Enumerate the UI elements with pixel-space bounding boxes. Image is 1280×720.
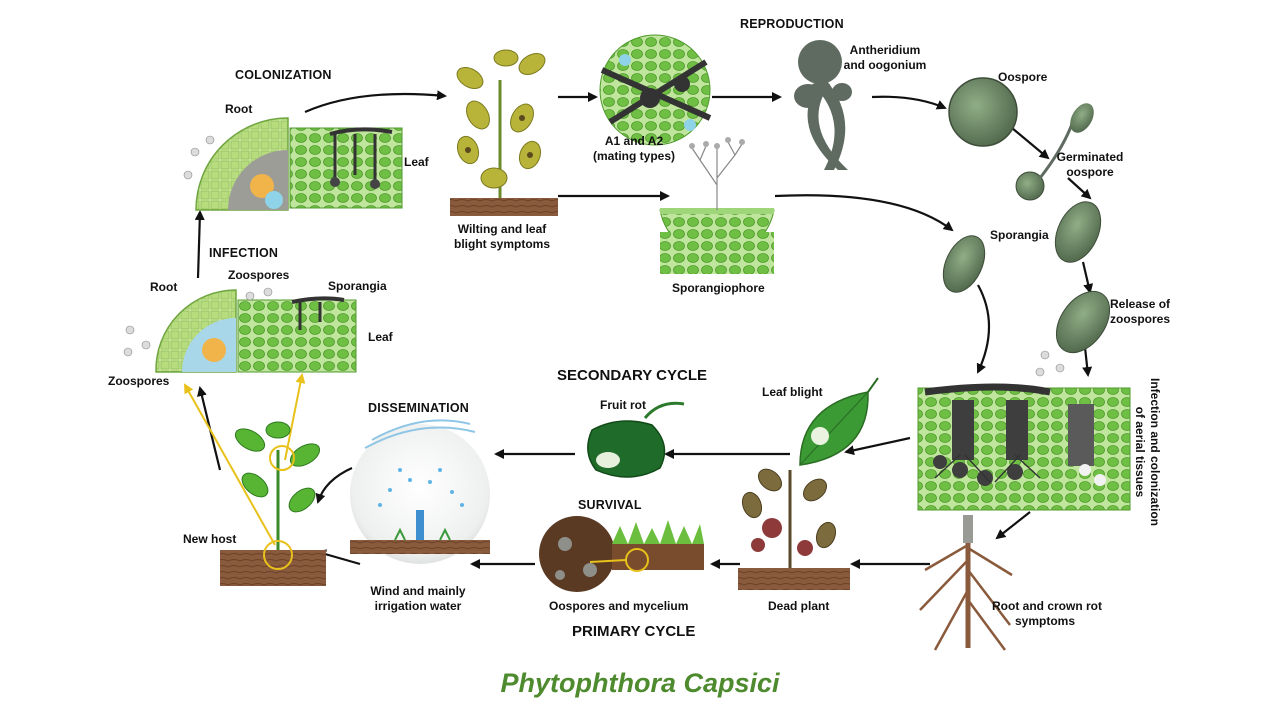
label-leaf-infection: Leaf xyxy=(368,330,393,344)
label-leaf-colonization: Leaf xyxy=(404,155,429,169)
stage-primary-cycle: PRIMARY CYCLE xyxy=(572,623,696,640)
germinated-oospore-illustration xyxy=(1015,103,1094,201)
label-oospores-mycelium: Oospores and mycelium xyxy=(549,599,689,613)
leaf-blight-illustration xyxy=(799,377,879,466)
sporangiophore-illustration xyxy=(659,137,775,274)
survival-illustration xyxy=(539,516,704,592)
mating-types-illustration xyxy=(599,34,712,146)
arrow-colonization-to-wilting xyxy=(304,90,447,114)
stage-survival: SURVIVAL xyxy=(578,498,642,512)
label-new-host: New host xyxy=(183,532,237,546)
label-zoospores-left: Zoospores xyxy=(108,374,170,388)
arrow-infection-to-colonization xyxy=(194,210,205,279)
wilting-plant-illustration xyxy=(450,49,558,216)
root-crown-rot-illustration xyxy=(919,515,1013,651)
label-mating-types: A1 and A2(mating types) xyxy=(592,134,675,163)
arrow-sporangia-to-aerial xyxy=(976,284,991,374)
label-fruit-rot: Fruit rot xyxy=(600,398,646,412)
label-zoospores-infection: Zoospores xyxy=(228,268,290,282)
sporangia-illustration xyxy=(942,201,1102,293)
arrow-germinated-to-sporangia xyxy=(1067,177,1092,200)
arrow-oospore-to-germinated xyxy=(1011,127,1050,160)
dead-plant-illustration xyxy=(738,468,850,590)
colonization-illustration xyxy=(183,117,403,211)
infection-illustration xyxy=(123,287,357,373)
label-root-infection: Root xyxy=(150,280,178,294)
oospore-illustration xyxy=(948,77,1018,147)
stage-dissemination: DISSEMINATION xyxy=(368,401,469,415)
antheridium-oogonium-illustration xyxy=(794,40,852,170)
zoospore-release-illustration xyxy=(1035,290,1111,377)
arrow-dissemination-to-newhost-top xyxy=(315,466,353,504)
stage-infection: INFECTION xyxy=(209,246,279,260)
aerial-infection-illustration xyxy=(917,383,1131,511)
label-dead-plant: Dead plant xyxy=(768,599,830,613)
label-root-colonization: Root xyxy=(225,102,253,116)
arrow-sporangiophore-to-sporangia xyxy=(774,194,954,232)
arrow-to-oospore xyxy=(871,95,947,110)
figure-title: Phytophthora Capsici xyxy=(500,668,780,698)
stage-colonization: COLONIZATION xyxy=(235,68,332,82)
highlight-lines xyxy=(184,373,306,546)
cycle-arrows xyxy=(194,90,1094,569)
new-host-plant-illustration xyxy=(220,421,326,586)
label-oospore: Oospore xyxy=(998,70,1048,84)
label-sporangia-infection: Sporangia xyxy=(328,279,387,293)
arrow-aerial-to-leafblight xyxy=(844,436,911,456)
label-sporangiophore: Sporangiophore xyxy=(672,281,765,295)
arrow-aerial-to-rootrot xyxy=(995,511,1031,540)
stage-reproduction: REPRODUCTION xyxy=(740,17,844,31)
dissemination-illustration xyxy=(350,419,490,564)
stage-secondary-cycle: SECONDARY CYCLE xyxy=(557,367,708,384)
label-sporangia-right: Sporangia xyxy=(990,228,1049,242)
fruit-rot-illustration xyxy=(587,401,685,478)
arrow-sporangia-to-release xyxy=(1081,261,1094,294)
label-leaf-blight: Leaf blight xyxy=(762,385,823,399)
